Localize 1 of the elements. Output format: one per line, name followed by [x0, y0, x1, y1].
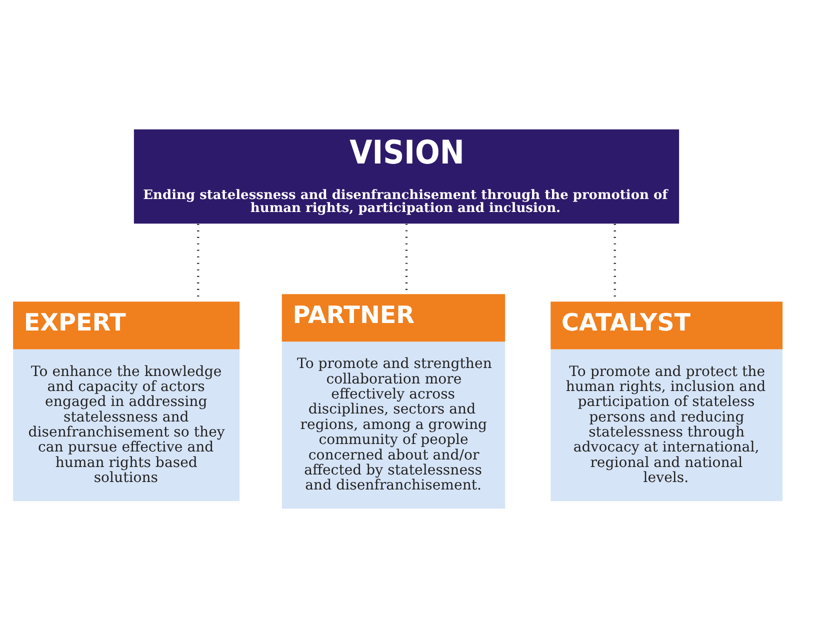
node-box: VISION Ending statelessness and disenfranchisement through the promotion of human rights, participation and inclusion. — [134, 128, 680, 224]
